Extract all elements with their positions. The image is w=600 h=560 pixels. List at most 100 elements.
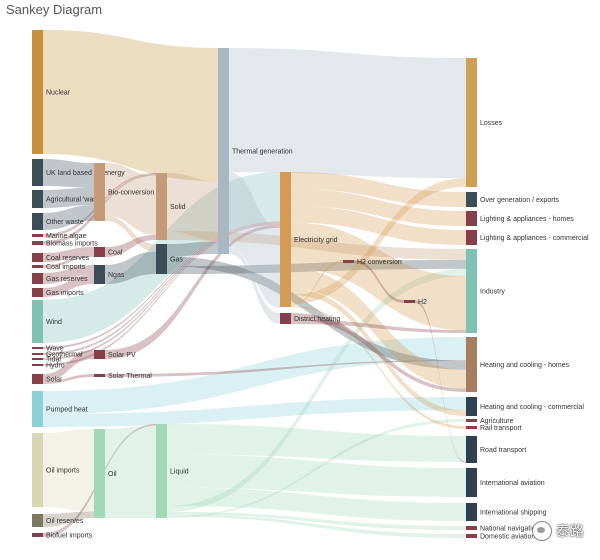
link-gas-to-thermal_generation [167,241,218,257]
node-oil: Oil [94,429,117,518]
node-label-liquid: Liquid [170,469,189,476]
node-label-over_generation: Over generation / exports [480,197,559,204]
node-losses: Losses [466,58,503,187]
node-label-international_aviation: International aviation [480,480,545,487]
link-uk_land-to-bio_conversion [43,159,94,188]
link-wave-to-electricity_grid [43,221,280,349]
node-rail_transport: Rail transport [466,425,522,432]
link-solar-to-solar_pv [43,350,94,382]
node-bio_conversion: Bio-conversion [94,163,154,221]
node-biofuel_imports: Biofuel imports [32,533,93,540]
node-label-lighting_homes: Lighting & appliances - homes [480,216,574,223]
node-uk_land: UK land based bioenergy [32,159,125,186]
node-bar-oil_reserves [32,514,43,527]
node-label-oil: Oil [108,471,117,478]
link-electricity_grid-to-heating_commercial [291,288,466,416]
watermark-text: 泰路 [556,523,584,539]
node-lighting_homes: Lighting & appliances - homes [466,211,574,226]
node-bar-marine_algae [32,234,43,237]
node-wave: Wave [32,346,64,353]
link-agri_waste-to-bio_conversion [43,187,94,208]
node-bar-coal_reserves [32,253,43,262]
node-tidal: Tidal [32,357,61,364]
node-bar-hydro [32,364,43,366]
node-bar-over_generation [466,192,477,207]
node-label-coal_imports: Coal imports [46,264,86,271]
node-label-bio_conversion: Bio-conversion [108,190,154,197]
link-oil_reserves-to-oil [43,511,94,527]
node-oil_imports: Oil imports [32,433,80,507]
node-bar-solid [156,173,167,240]
link-electricity_grid-to-industry [291,222,466,331]
node-label-solid: Solid [170,204,186,211]
node-label-gas_imports: Gas imports [46,290,84,297]
node-bar-solar [32,374,43,384]
node-label-industry: Industry [480,289,505,296]
link-coal_imports-to-coal [43,255,94,268]
link-electricity_grid-to-over_generation [291,172,466,207]
wechat-logo-icon [532,521,552,541]
node-label-gas: Gas [170,257,183,264]
node-label-biofuel_imports: Biofuel imports [46,533,93,540]
node-label-solar: Solar [46,377,63,384]
link-liquid-to-domestic_aviation [167,514,466,538]
node-heating_commercial: Heating and cooling - commercial [466,397,584,416]
node-road_transport: Road transport [466,436,526,463]
link-pumped_heat-to-heating_homes [43,337,466,415]
link-hydro-to-electricity_grid [43,223,280,366]
node-geothermal: Geothermal [32,352,83,359]
link-h2_conversion-to-h2 [354,260,404,303]
node-label-lighting_commercial: Lighting & appliances - commercial [480,235,589,242]
node-bar-geothermal [32,353,43,355]
node-bar-wave [32,347,43,349]
link-nuclear-to-thermal_generation [43,30,218,182]
node-solid: Solid [156,173,186,240]
node-bar-rail_transport [466,426,477,429]
node-bar-other_waste [32,213,43,230]
link-gas_imports-to-ngas [43,274,94,297]
link-electricity_grid-to-h2_conversion [291,260,343,306]
node-label-oil_imports: Oil imports [46,468,80,475]
node-bar-nuclear [32,30,43,154]
link-liquid-to-industry [167,268,466,512]
node-bar-solar_thermal [94,374,105,377]
node-h2_conversion: H2 conversion [343,259,402,266]
node-over_generation: Over generation / exports [466,192,559,207]
node-bar-coal_imports [32,265,43,268]
watermark: 泰路 [532,521,584,541]
node-wind: Wind [32,300,62,343]
node-label-pumped_heat: Pumped heat [46,407,88,414]
node-label-h2: H2 [418,299,427,306]
link-coal-to-solid [105,234,156,257]
node-bar-lighting_homes [466,211,477,226]
node-bar-electricity_grid [280,172,291,307]
node-bar-agriculture [466,419,477,422]
node-domestic_aviation: Domestic aviation [466,534,535,541]
link-solar_pv-to-electricity_grid [105,224,280,359]
node-agri_waste: Agricultural 'waste' [32,190,104,208]
node-bar-oil_imports [32,433,43,507]
link-h2-to-road_transport [415,300,466,463]
node-agriculture: Agriculture [466,418,514,425]
node-bar-bio_conversion [94,163,105,221]
node-h2: H2 [404,299,427,306]
node-bar-international_aviation [466,468,477,497]
link-liquid-to-international_aviation [167,454,466,497]
link-thermal_generation-to-electricity_grid [229,172,280,308]
diagram-title: Sankey Diagram [6,2,103,17]
node-label-agriculture: Agriculture [480,418,514,425]
link-bio_conversion-to-solid [105,163,156,235]
node-label-electricity_grid: Electricity grid [294,237,338,244]
node-bar-pumped_heat [32,391,43,427]
node-label-losses: Losses [480,120,503,127]
node-bar-national_navigation [466,526,477,530]
node-bar-coal [94,247,105,257]
node-bar-heating_commercial [466,397,477,416]
node-international_aviation: International aviation [466,468,545,497]
node-label-heating_homes: Heating and cooling - homes [480,362,570,369]
node-label-tidal: Tidal [46,357,61,364]
node-label-solar_pv: Solar PV [108,352,136,359]
node-label-coal: Coal [108,250,123,257]
node-bar-uk_land [32,159,43,186]
